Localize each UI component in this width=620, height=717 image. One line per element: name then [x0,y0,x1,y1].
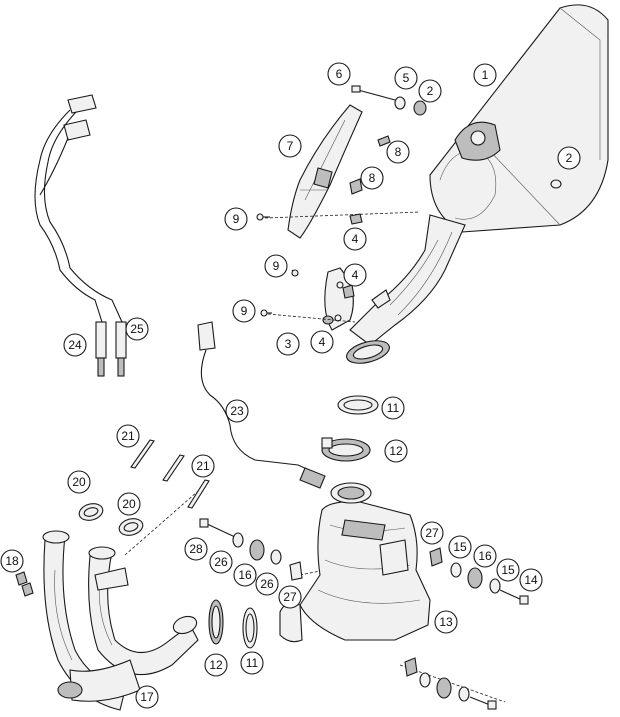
svg-text:20: 20 [72,475,86,489]
svg-text:12: 12 [389,444,403,458]
callout: 4 [343,227,367,251]
svg-text:25: 25 [130,322,144,336]
svg-text:9: 9 [241,304,248,318]
svg-text:5: 5 [403,71,410,85]
svg-text:16: 16 [478,549,492,563]
svg-text:4: 4 [352,268,359,282]
mount-hardware-right [404,547,529,710]
svg-text:2: 2 [566,151,573,165]
svg-text:23: 23 [230,404,244,418]
callout: 17 [135,685,159,709]
callout: 4 [343,263,367,287]
svg-text:8: 8 [395,145,402,159]
svg-text:9: 9 [273,259,280,273]
svg-text:3: 3 [285,337,292,351]
callout: 12 [204,653,228,677]
svg-text:4: 4 [319,335,326,349]
svg-text:2: 2 [427,84,434,98]
callout: 11 [240,651,264,675]
svg-text:28: 28 [189,542,203,556]
svg-text:8: 8 [369,171,376,185]
callout: 20 [117,492,141,516]
lambda-sensor-front [197,321,326,489]
clamp-and-ring-mid [321,395,379,462]
callout: 26 [209,550,233,574]
callout: 27 [420,521,444,545]
sensor-wiring [34,94,127,377]
svg-text:11: 11 [387,401,400,415]
clamp-and-ring-lower [208,599,258,649]
catalyst-box [279,482,431,643]
callout: 4 [310,330,334,354]
svg-text:17: 17 [140,690,154,704]
callout: 25 [125,317,149,341]
callout: 15 [496,558,520,582]
svg-text:21: 21 [121,429,135,443]
svg-text:24: 24 [68,338,82,352]
svg-text:27: 27 [283,590,297,604]
header-pipes [42,530,199,711]
callout: 27 [278,585,302,609]
svg-text:20: 20 [122,497,136,511]
callout: 15 [448,535,472,559]
svg-text:9: 9 [233,212,240,226]
callout: 9 [224,207,248,231]
callout: 11 [381,396,405,420]
callout: 2 [418,79,442,103]
callout: 23 [225,399,249,423]
fasteners-upper [256,85,562,325]
callout: 20 [67,470,91,494]
callout: 8 [386,140,410,164]
svg-text:6: 6 [336,67,343,81]
callout: 18 [0,549,24,573]
callout: 12 [384,439,408,463]
callout: 9 [264,254,288,278]
svg-text:16: 16 [238,568,252,582]
callout: 14 [519,568,543,592]
svg-text:1: 1 [482,68,489,82]
callout: 26 [255,572,279,596]
callout: 8 [360,166,384,190]
callout: 21 [116,424,140,448]
svg-text:26: 26 [214,555,228,569]
callout: 6 [327,62,351,86]
callout: 3 [276,332,300,356]
callout: 24 [63,333,87,357]
silencer [429,4,609,233]
svg-text:18: 18 [5,554,19,568]
callout: 13 [434,610,458,634]
exhaust-gaskets [78,503,144,536]
svg-text:12: 12 [209,658,223,672]
callout: 16 [233,563,257,587]
studs [130,439,210,509]
callout: 7 [278,134,302,158]
mount-hardware-left [199,518,303,581]
bracket [324,267,354,331]
callout: 1 [473,63,497,87]
svg-text:14: 14 [524,573,538,587]
callout: 5 [394,66,418,90]
callout: 16 [473,544,497,568]
svg-text:11: 11 [246,656,259,670]
callout: 21 [191,454,215,478]
callout: 9 [232,299,256,323]
callout: 2 [557,146,581,170]
svg-text:21: 21 [196,459,210,473]
svg-text:15: 15 [501,563,515,577]
link-pipe [346,214,466,364]
svg-text:15: 15 [453,540,467,554]
svg-text:13: 13 [439,615,453,629]
svg-text:7: 7 [287,139,294,153]
callout: 28 [184,537,208,561]
svg-text:4: 4 [352,232,359,246]
header-nuts [15,571,34,597]
svg-text:26: 26 [260,577,274,591]
heat-shield [287,104,363,239]
svg-text:27: 27 [425,526,439,540]
